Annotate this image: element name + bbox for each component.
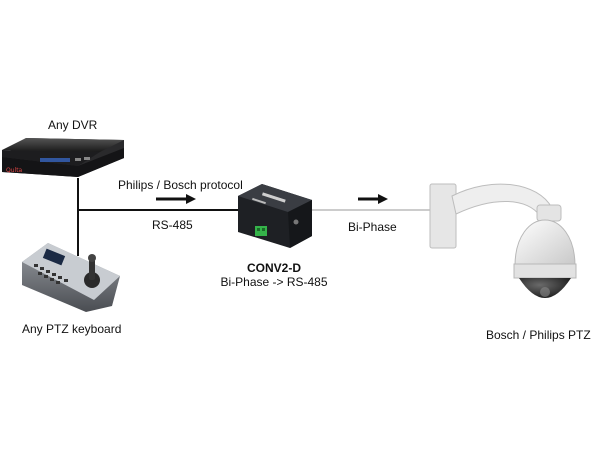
protocol-label: Philips / Bosch protocol (118, 178, 243, 192)
dvr-device: Qulta (2, 138, 124, 177)
conv2d-converter (238, 184, 312, 248)
dvr-brand: Qulta (6, 167, 23, 174)
biphase-arrow (358, 194, 388, 204)
keyboard-label: Any PTZ keyboard (22, 322, 122, 336)
ptz-keyboard-device (22, 243, 120, 312)
protocol-arrow (156, 194, 196, 204)
ptz-dome-camera (429, 183, 577, 298)
camera-label: Bosch / Philips PTZ (486, 328, 591, 342)
converter-name: CONV2-D (246, 261, 301, 275)
rs485-label: RS-485 (152, 218, 193, 232)
biphase-label: Bi-Phase (348, 220, 397, 234)
dvr-label: Any DVR (48, 118, 98, 132)
converter-description: Bi-Phase -> RS-485 (220, 275, 328, 289)
